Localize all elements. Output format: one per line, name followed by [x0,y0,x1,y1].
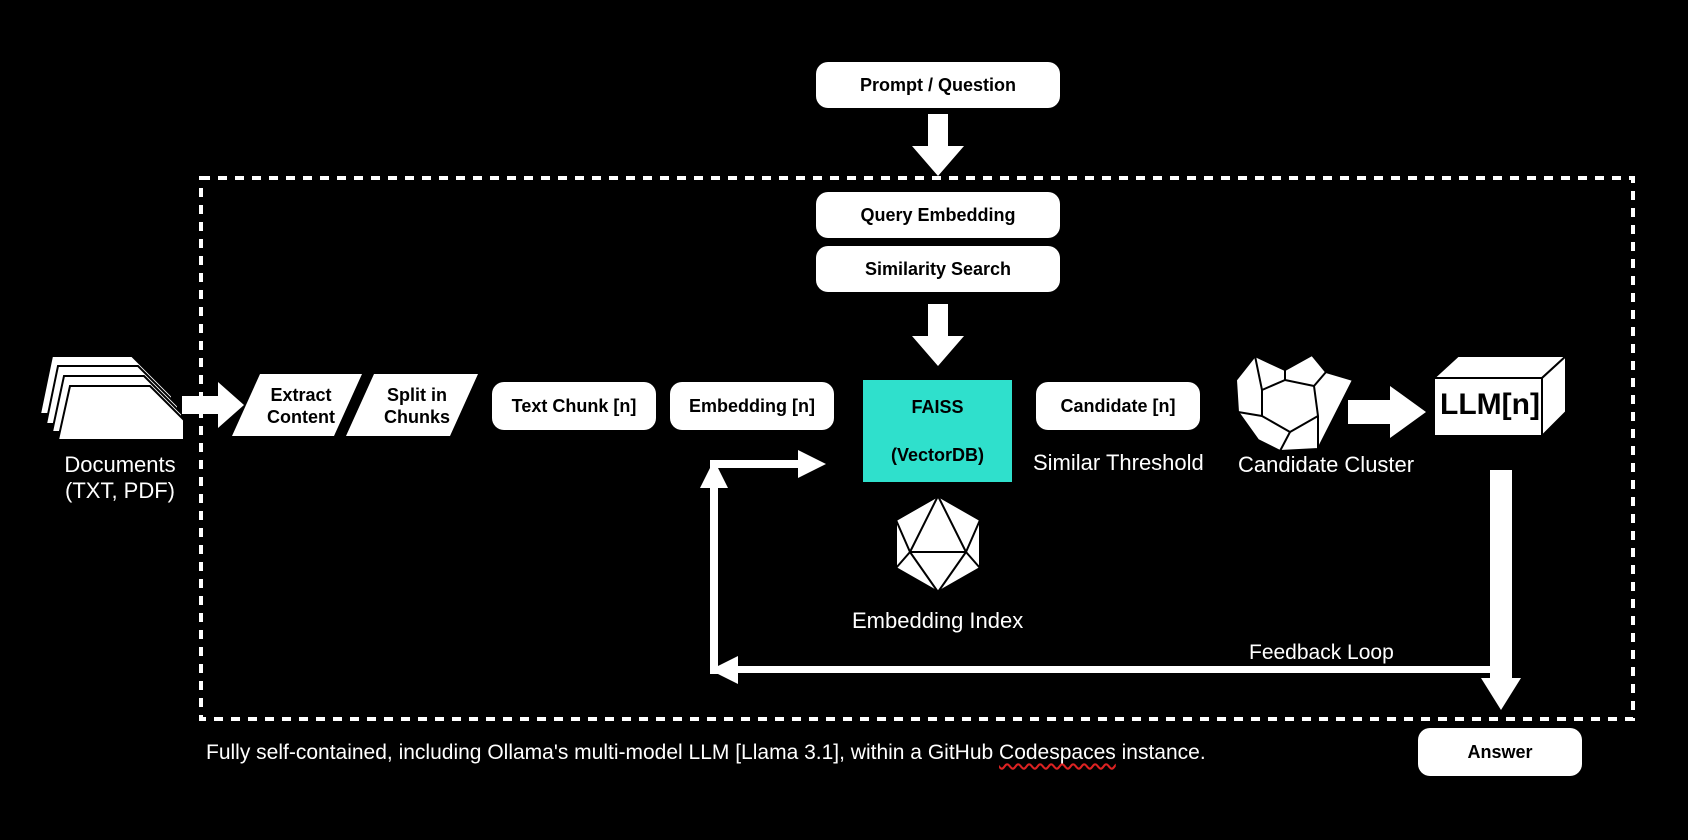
feedback-up-arrowhead [700,460,728,488]
llm-label: LLM[n] [1440,388,1540,421]
footer-note: Fully self-contained, including Ollama's… [206,741,1206,765]
documents-icon [38,355,185,441]
candidate-cluster-label: Candidate Cluster [1238,452,1415,477]
arrow-docs-to-extract [182,382,244,428]
documents-line2: (TXT, PDF) [65,478,175,503]
faiss-vectordb-box[interactable]: FAISS (VectorDB) [863,380,1012,482]
llm-output-line [1490,470,1512,680]
split-chunks-text: Split in Chunks [360,380,474,432]
extract-line1: Extract [270,385,332,405]
split-line1: Split in [386,385,447,405]
prompt-question-label: Prompt / Question [859,75,1016,95]
answer-box[interactable]: Answer [1418,728,1582,776]
llm-cube-icon [1431,353,1569,439]
footer-text-before: Fully self-contained, including Ollama's… [206,741,1000,764]
documents-label: Documents (TXT, PDF) [58,452,182,504]
feedback-vertical-line [710,476,718,674]
candidate-cluster-icon [1235,354,1354,452]
faiss-line1: FAISS [911,397,964,417]
arrow-cluster-to-llm [1348,386,1426,438]
text-chunk-label: Text Chunk [n] [511,396,637,416]
arrow-search-to-faiss [912,304,964,366]
arrow-prompt-to-query [912,114,964,176]
embedding-index-icon [895,495,981,593]
footer-text-after: instance. [1115,741,1206,764]
faiss-line2: (VectorDB) [890,445,984,465]
documents-line1: Documents [64,452,176,477]
similarity-search-label: Similarity Search [864,259,1012,279]
query-embedding-box[interactable]: Query Embedding [816,192,1060,238]
similarity-search-box[interactable]: Similarity Search [816,246,1060,292]
candidate-box[interactable]: Candidate [n] [1036,382,1200,430]
extract-line2: Content [267,407,335,427]
feedback-loop-label: Feedback Loop [1249,641,1394,664]
system-boundary [199,176,1635,721]
extract-content-text: Extract Content [244,380,358,432]
text-chunk-box[interactable]: Text Chunk [n] [492,382,656,430]
extract-shape [232,374,362,436]
feedback-right-arrowhead [798,450,826,478]
answer-arrowhead [1481,678,1521,710]
embedding-label: Embedding [n] [689,396,815,416]
feedback-arrowhead [710,656,738,684]
feedback-line [714,666,1500,673]
split-line2: Chunks [383,407,450,427]
embedding-box[interactable]: Embedding [n] [670,382,834,430]
answer-label: Answer [1467,742,1533,762]
feedback-top-line [710,460,800,468]
query-embedding-label: Query Embedding [860,205,1016,225]
embedding-index-label: Embedding Index [852,608,1024,633]
prompt-question-box[interactable]: Prompt / Question [816,62,1060,108]
similar-threshold-label: Similar Threshold [1033,450,1204,475]
footer-spellcheck-word: Codespaces [999,741,1116,764]
candidate-label: Candidate [n] [1060,396,1176,416]
split-shape [346,374,478,436]
